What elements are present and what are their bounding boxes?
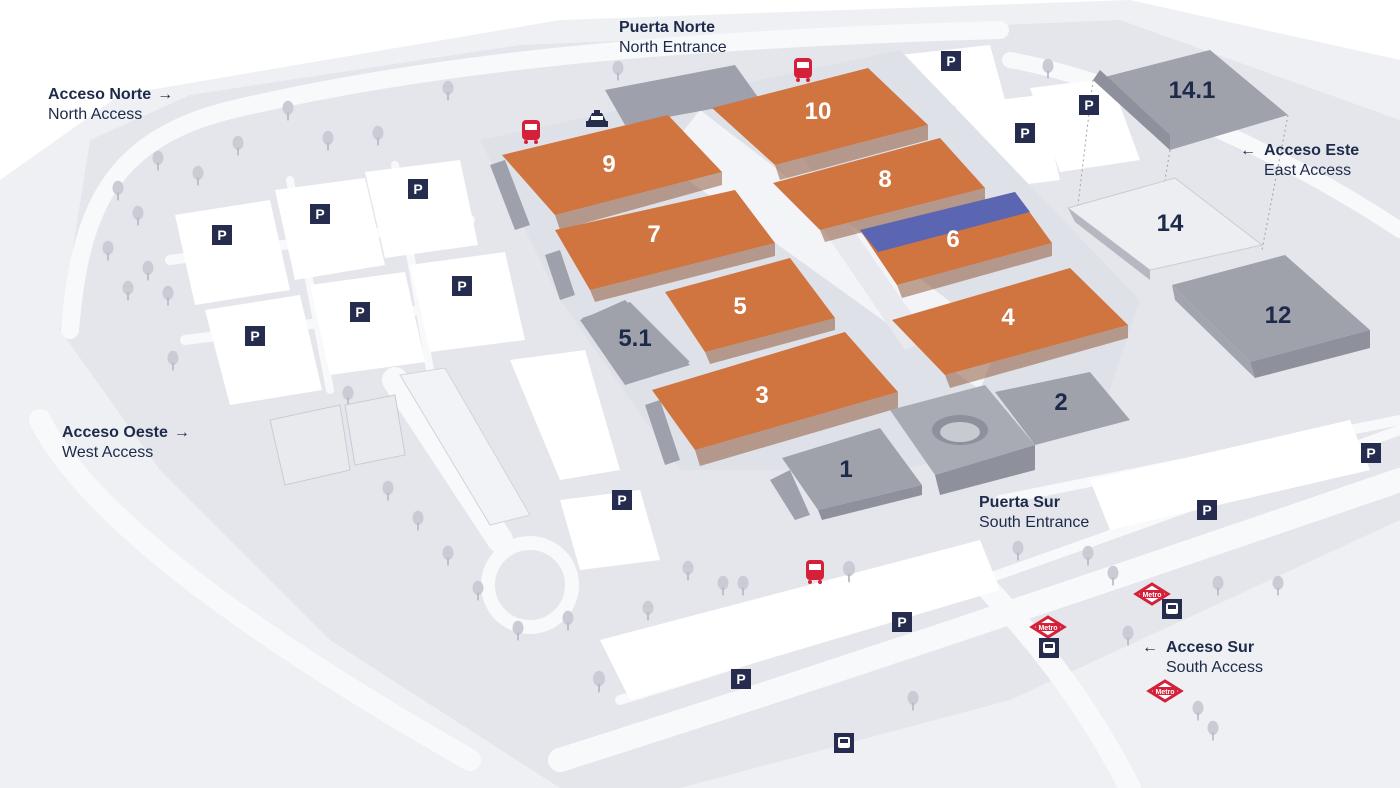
south-access-label: ← Acceso Sur South Access <box>1142 638 1263 678</box>
bus-stop-icons <box>834 599 1182 753</box>
hall-8[interactable]: 8 <box>773 138 985 242</box>
central-building <box>890 385 1035 495</box>
parking-icon: P <box>1361 443 1381 463</box>
coach-icon <box>522 120 540 144</box>
svg-text:P: P <box>217 227 226 243</box>
hall-7[interactable]: 7 <box>555 190 775 302</box>
hall-14-1-label: 14.1 <box>1169 77 1216 104</box>
east-access-label: ← Acceso Este East Access <box>1240 141 1359 181</box>
hall-9-label: 9 <box>602 151 615 178</box>
arrow-left-icon: ← <box>1240 142 1256 159</box>
coach-icons <box>522 58 824 584</box>
taxi-icon <box>586 110 608 127</box>
svg-text:Metro: Metro <box>1142 592 1161 599</box>
west-access-es: Acceso Oeste <box>62 424 168 441</box>
north-entrance-label: Puerta Norte North Entrance <box>619 18 727 58</box>
south-entrance-en: South Entrance <box>979 514 1090 531</box>
metro-icons: Metro Metro Metro <box>1029 582 1184 703</box>
hall-14-label: 14 <box>1157 210 1184 237</box>
parking-icon: P <box>892 612 912 632</box>
north-access-es: Acceso Norte <box>48 86 152 103</box>
hall-7-label: 7 <box>647 221 660 248</box>
svg-text:Metro: Metro <box>1038 625 1057 632</box>
parking-icon: P <box>310 204 330 224</box>
hall-4-label: 4 <box>1001 304 1015 331</box>
north-access-label: Acceso Norte → North Access <box>48 85 173 125</box>
hall-5[interactable]: 5 <box>665 258 835 364</box>
south-entrance-es: Puerta Sur <box>979 494 1060 511</box>
parking-icon: P <box>212 225 232 245</box>
bus-stop-icon <box>1039 638 1059 658</box>
svg-text:P: P <box>617 492 626 508</box>
east-access-en: East Access <box>1264 162 1352 179</box>
coach-icon <box>794 58 812 82</box>
south-access-es: Acceso Sur <box>1166 639 1255 656</box>
svg-text:P: P <box>413 181 422 197</box>
svg-text:P: P <box>457 278 466 294</box>
parking-icon: P <box>1079 95 1099 115</box>
hall-9[interactable]: 9 <box>502 115 722 230</box>
hall-14-1[interactable]: 14.1 <box>1077 50 1289 271</box>
hall-3-label: 3 <box>755 382 768 409</box>
hall-12-label: 12 <box>1265 302 1292 329</box>
arrow-right-icon: → <box>157 86 174 103</box>
parking-icons: P P P P P P P P P P P P P P <box>212 51 1381 689</box>
svg-text:P: P <box>736 671 745 687</box>
hall-6-label: 6 <box>946 226 959 253</box>
hall-10[interactable]: 10 <box>712 68 928 180</box>
east-access-es: Acceso Este <box>1264 142 1360 159</box>
parking-icon: P <box>452 276 472 296</box>
hall-1-label: 1 <box>839 456 852 483</box>
hall-2-label: 2 <box>1054 389 1067 416</box>
north-entrance-en: North Entrance <box>619 39 727 56</box>
svg-text:P: P <box>946 53 955 69</box>
svg-text:P: P <box>1020 125 1029 141</box>
parking-icon: P <box>941 51 961 71</box>
west-access-label: Acceso Oeste → West Access <box>62 423 190 463</box>
hall-5-label: 5 <box>733 293 746 320</box>
parking-icon: P <box>245 326 265 346</box>
parking-icon: P <box>350 302 370 322</box>
hall-14[interactable]: 14 <box>1066 177 1264 280</box>
hall-3[interactable]: 3 <box>652 332 898 466</box>
svg-text:P: P <box>1084 97 1093 113</box>
hall-10-label: 10 <box>805 98 832 125</box>
svg-text:P: P <box>250 328 259 344</box>
arrow-right-icon: → <box>173 424 190 441</box>
svg-text:Metro: Metro <box>1155 689 1174 696</box>
north-access-en: North Access <box>48 106 143 123</box>
bus-stop-icon <box>1162 599 1182 619</box>
parking-icon: P <box>731 669 751 689</box>
hall-8-label: 8 <box>878 166 891 193</box>
south-access-en: South Access <box>1166 659 1263 676</box>
hall-6[interactable]: 6 <box>860 192 1052 298</box>
bus-stop-icon <box>834 733 854 753</box>
west-buildings <box>269 367 531 526</box>
south-entrance-label: Puerta Sur South Entrance <box>979 493 1089 533</box>
svg-text:P: P <box>1366 445 1375 461</box>
metro-icon: Metro <box>1029 615 1067 639</box>
coach-icon <box>806 560 824 584</box>
parking-icon: P <box>408 179 428 199</box>
svg-text:P: P <box>1202 502 1211 518</box>
parking-icon: P <box>1197 500 1217 520</box>
parking-icon: P <box>1015 123 1035 143</box>
svg-text:P: P <box>897 614 906 630</box>
metro-icon: Metro <box>1146 679 1184 703</box>
hall-2[interactable]: 2 <box>995 372 1130 445</box>
svg-text:P: P <box>315 206 324 222</box>
hall-12[interactable]: 12 <box>1172 255 1370 378</box>
metro-icon: Metro <box>1133 582 1171 606</box>
parking-lots <box>175 45 1370 700</box>
hall-5-1[interactable]: 5.1 <box>582 302 690 382</box>
parking-icon: P <box>612 490 632 510</box>
west-access-en: West Access <box>62 444 154 461</box>
hall-4[interactable]: 4 <box>892 268 1128 388</box>
hall-1[interactable]: 1 <box>782 428 922 520</box>
svg-text:P: P <box>355 304 364 320</box>
north-entrance-es: Puerta Norte <box>619 19 716 36</box>
hall-5-1-label: 5.1 <box>618 325 651 352</box>
arrow-left-icon: ← <box>1142 639 1158 656</box>
